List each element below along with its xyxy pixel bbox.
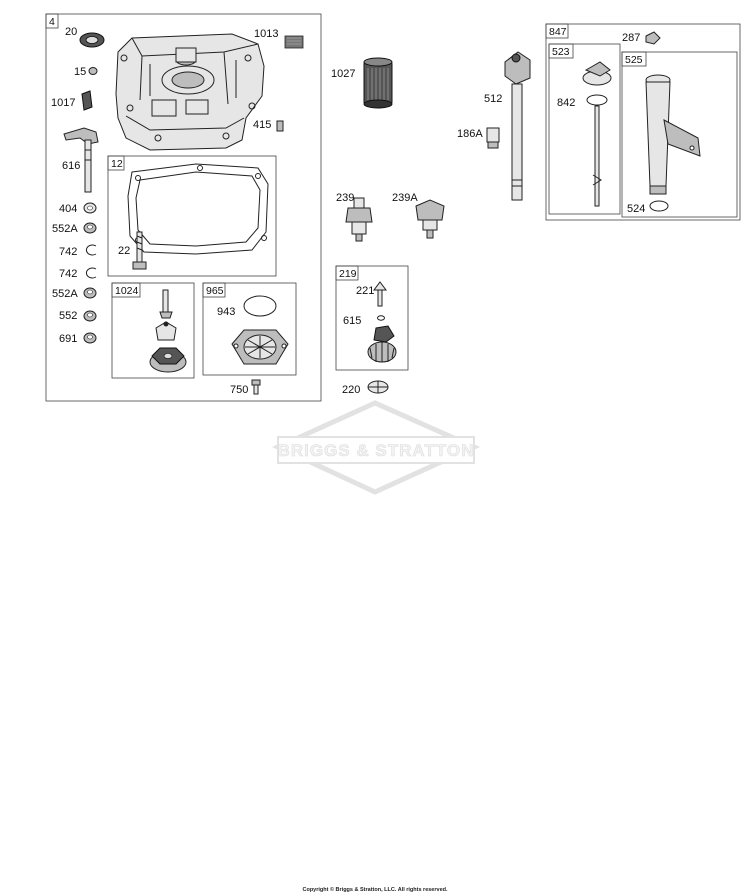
part-552A-washer-lower <box>83 287 97 299</box>
part-label-239: 239 <box>336 192 354 204</box>
part-label-1013: 1013 <box>254 28 278 40</box>
group-1024-label: 1024 <box>115 285 139 297</box>
part-239-oil-switch <box>345 197 373 242</box>
part-label-842: 842 <box>557 97 575 109</box>
group-523-tag <box>548 43 574 59</box>
group-4-label: 4 <box>49 16 55 28</box>
part-label-1017: 1017 <box>51 97 75 109</box>
part-552-washer <box>83 310 97 322</box>
part-label-616: 616 <box>62 160 80 172</box>
part-label-750: 750 <box>230 384 248 396</box>
group-4-tag <box>45 13 59 29</box>
part-552A-washer-upper <box>83 222 97 234</box>
part-label-552A-upper: 552A <box>52 223 78 235</box>
part-221-pin <box>373 281 387 307</box>
group-525-box <box>621 51 738 218</box>
part-742-clip-lower <box>85 267 97 279</box>
part-615-gear <box>367 315 397 363</box>
group-219-box <box>335 265 409 371</box>
part-label-186A: 186A <box>457 128 483 140</box>
part-20-seal <box>79 32 105 48</box>
part-965-oil-pump-cover <box>231 329 289 365</box>
part-label-20: 20 <box>65 26 77 38</box>
group-12-box <box>107 155 277 277</box>
group-525-label: 525 <box>625 54 643 66</box>
briggs-stratton-watermark: BRIGGS & STRATTON <box>272 400 481 495</box>
part-label-943: 943 <box>217 306 235 318</box>
part-943-o-ring <box>243 295 277 317</box>
part-label-287: 287 <box>622 32 640 44</box>
part-1024-governor-assembly <box>149 289 187 373</box>
group-847-label: 847 <box>549 26 567 38</box>
part-label-15: 15 <box>74 66 86 78</box>
group-523-box <box>548 43 621 215</box>
part-523-dipstick <box>582 61 612 207</box>
part-label-615: 615 <box>343 315 361 327</box>
part-label-221: 221 <box>356 285 374 297</box>
part-15-plug <box>88 67 98 75</box>
group-12-tag <box>107 155 125 171</box>
part-label-404: 404 <box>59 203 77 215</box>
part-label-742-lower: 742 <box>59 268 77 280</box>
group-1024-tag <box>111 282 141 298</box>
group-847-tag <box>545 23 569 39</box>
group-965-box <box>202 282 297 376</box>
part-1017-bracket <box>81 90 93 111</box>
group-847-box <box>545 23 741 221</box>
part-label-415: 415 <box>253 119 271 131</box>
part-691-washer <box>83 332 97 344</box>
part-label-1027: 1027 <box>331 68 355 80</box>
group-965-label: 965 <box>206 285 224 297</box>
part-label-239A: 239A <box>392 192 418 204</box>
part-239A-oil-switch <box>415 199 445 239</box>
part-616-governor-shaft <box>63 127 99 193</box>
part-1027-oil-filter <box>363 57 393 109</box>
group-4-box <box>45 13 322 402</box>
part-512-dipstick-tube <box>504 51 531 201</box>
part-524-o-ring <box>649 200 669 212</box>
part-label-742-upper: 742 <box>59 246 77 258</box>
part-22-bolt <box>132 231 147 270</box>
group-1024-box <box>111 282 195 379</box>
group-12-label: 12 <box>111 158 123 170</box>
group-219-label: 219 <box>339 268 357 280</box>
part-404-washer <box>83 202 97 214</box>
part-1013-plate <box>284 35 304 49</box>
group-523-label: 523 <box>552 46 570 58</box>
part-label-691: 691 <box>59 333 77 345</box>
part-label-22: 22 <box>118 245 130 257</box>
part-750-screw <box>251 379 261 395</box>
group-525-tag <box>621 51 647 67</box>
watermark-text: BRIGGS & STRATTON <box>278 441 475 460</box>
part-742-clip-upper <box>85 244 97 256</box>
copyright-notice: Copyright © Briggs & Stratton, LLC. All … <box>302 886 448 893</box>
part-525-oil-fill-tube <box>645 74 701 195</box>
part-415-fitting <box>276 120 284 132</box>
part-287-screw <box>645 31 661 45</box>
part-label-552A-lower: 552A <box>52 288 78 300</box>
part-12-gasket <box>127 163 269 255</box>
part-label-220: 220 <box>342 384 360 396</box>
group-965-tag <box>202 282 226 298</box>
part-186A-seal <box>486 127 500 149</box>
crankcase-cover-drawing <box>115 33 265 151</box>
part-220-slinger <box>367 380 389 394</box>
part-label-552: 552 <box>59 310 77 322</box>
part-label-524: 524 <box>627 203 645 215</box>
group-219-tag <box>335 265 359 281</box>
part-label-512: 512 <box>484 93 502 105</box>
